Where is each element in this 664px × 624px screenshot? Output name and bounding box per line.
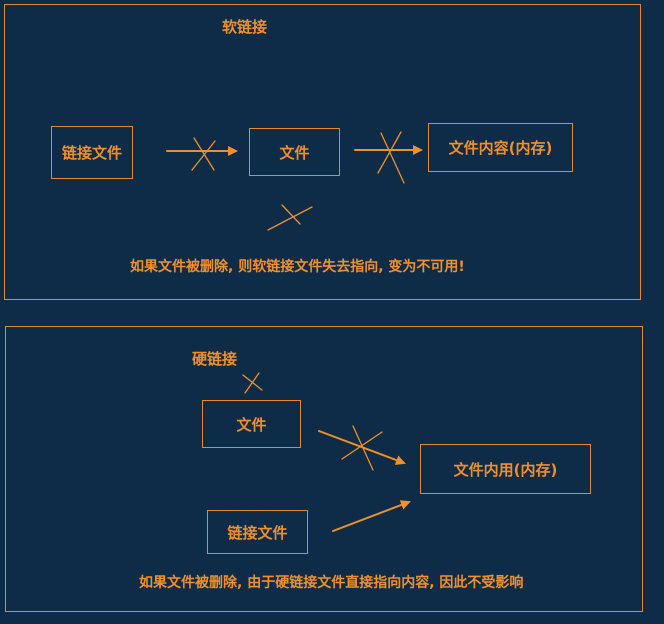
hard-link-title: 硬链接 — [192, 350, 238, 368]
hard-link-panel — [5, 326, 643, 612]
soft-link-panel — [4, 4, 641, 300]
hard-content-box: 文件内用(内存) — [420, 444, 591, 494]
soft-content-box: 文件内容(内存) — [428, 123, 573, 172]
soft-link-file-box: 链接文件 — [51, 126, 133, 179]
soft-file-box: 文件 — [249, 128, 340, 176]
hard-file-box: 文件 — [202, 400, 301, 448]
soft-link-note: 如果文件被删除, 则软链接文件失去指向, 变为不可用! — [130, 259, 465, 275]
hard-link-file-box: 链接文件 — [207, 510, 308, 554]
hard-link-note: 如果文件被删除, 由于硬链接文件直接指向内容, 因此不受影响 — [139, 575, 524, 591]
soft-link-title: 软链接 — [222, 18, 268, 36]
